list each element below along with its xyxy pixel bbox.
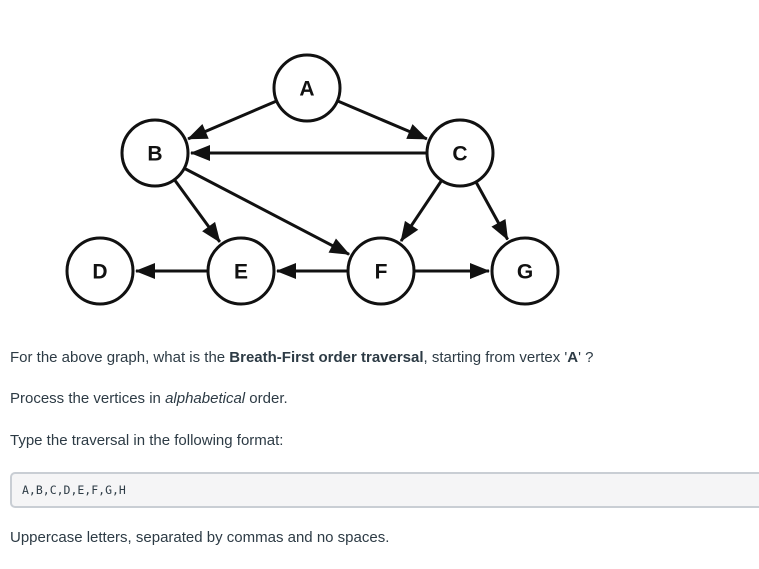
graph-nodes: A B C D E F G bbox=[65, 53, 560, 306]
question-text-prefix: For the above graph, what is the bbox=[10, 349, 230, 366]
graph-edge-A-C bbox=[337, 99, 428, 141]
graph-edge-C-F bbox=[399, 180, 443, 242]
graph-node-label-A: A bbox=[299, 78, 314, 101]
graph-edge-B-E bbox=[173, 179, 222, 243]
question-text-mid: , starting from vertex ' bbox=[423, 349, 568, 366]
directed-graph-diagram: A B C D E F G bbox=[65, 53, 560, 306]
graph-node-F bbox=[346, 236, 416, 306]
graph-edge-B-F bbox=[184, 167, 350, 256]
question-text-suffix: ' ? bbox=[578, 349, 594, 366]
graph-node-label-F: F bbox=[375, 261, 388, 284]
graph-node-A bbox=[272, 53, 342, 123]
order-instruction-suffix: order. bbox=[245, 390, 288, 408]
question-start-vertex: A bbox=[567, 349, 579, 366]
graph-node-G bbox=[490, 236, 560, 306]
answer-field-wrap bbox=[10, 471, 759, 508]
format-instruction: Type the traversal in the following form… bbox=[10, 431, 284, 449]
graph-node-B bbox=[120, 118, 190, 188]
graph-node-label-G: G bbox=[517, 261, 533, 284]
order-instruction: Process the vertices in alphabetical ord… bbox=[10, 389, 759, 409]
graph-node-label-C: C bbox=[452, 143, 467, 166]
graph-edges bbox=[135, 99, 509, 279]
question-text: For the above graph, what is the Breath-… bbox=[10, 348, 759, 368]
order-instruction-prefix: Process the vertices in bbox=[10, 390, 166, 408]
format-note: Uppercase letters, separated by commas a… bbox=[10, 528, 390, 546]
graph-node-label-E: E bbox=[234, 261, 248, 284]
graph-node-label-D: D bbox=[92, 261, 107, 284]
order-instruction-italic: alphabetical bbox=[165, 390, 246, 408]
graph-node-D bbox=[65, 236, 135, 306]
graph-svg: A B C D E F G bbox=[65, 53, 560, 306]
graph-node-E bbox=[206, 236, 276, 306]
graph-node-C bbox=[425, 118, 495, 188]
graph-node-label-B: B bbox=[147, 143, 162, 166]
question-area: For the above graph, what is the Breath-… bbox=[0, 348, 759, 548]
answer-input[interactable] bbox=[10, 471, 759, 508]
graph-edge-A-B bbox=[187, 99, 277, 141]
question-text-bold: Breath-First order traversal bbox=[229, 349, 424, 366]
graph-edge-C-G bbox=[475, 182, 509, 241]
